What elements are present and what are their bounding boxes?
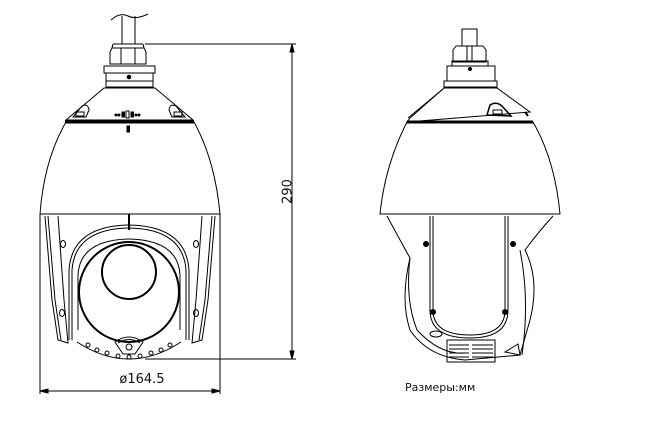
cable-icon [110, 13, 149, 44]
ir-led-array-icon [85, 342, 173, 360]
units-note: Размеры:мм [405, 381, 476, 394]
indicator-lights-icon [114, 110, 141, 133]
height-dimension-label: 290 [280, 179, 296, 204]
diameter-dimension-label: ø164.5 [119, 372, 165, 387]
front-view [39, 13, 221, 360]
vent-grill-icon [446, 339, 496, 363]
height-dimension-line [145, 43, 296, 360]
side-view [379, 28, 561, 363]
width-dimension-line [39, 214, 221, 394]
